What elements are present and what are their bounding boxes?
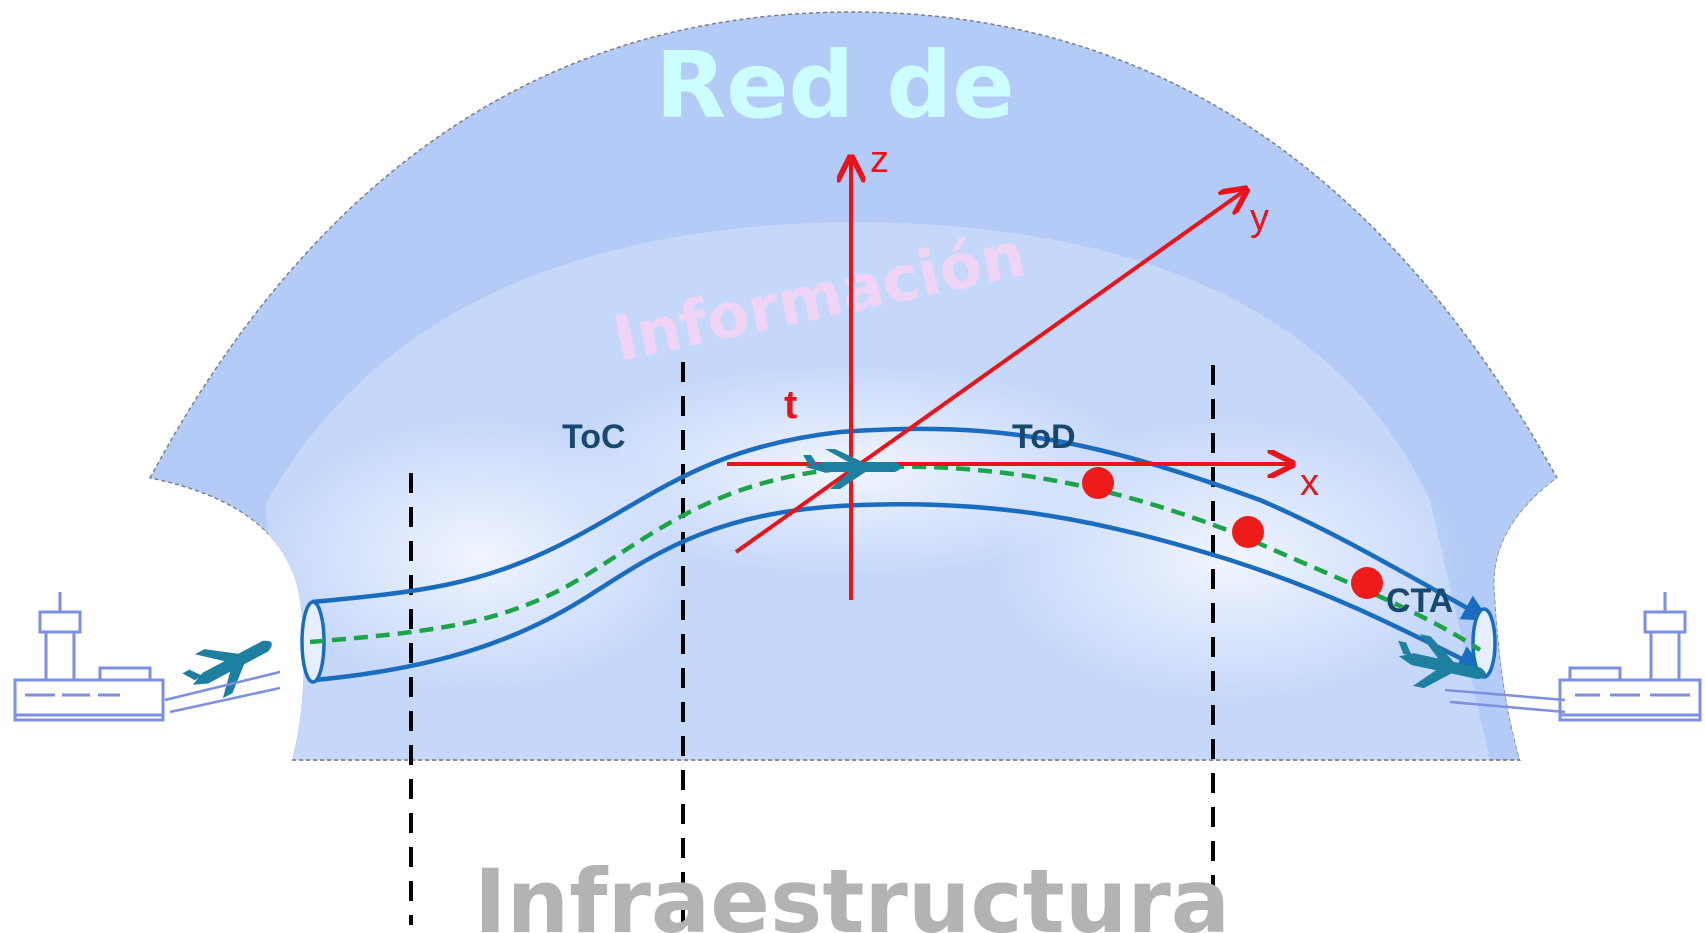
arrival-airport-icon	[1558, 592, 1702, 722]
time-label: t	[784, 383, 797, 427]
departing-airplane-icon	[182, 640, 272, 699]
trajectory-tube-lower	[314, 501, 1485, 683]
top-of-descent-label: ToD	[1012, 418, 1076, 456]
departure-airport-icon	[13, 592, 165, 722]
cruise-airplane-icon	[803, 449, 901, 489]
right-cloud	[1494, 470, 1705, 760]
arriving-airplane-icon	[1398, 634, 1486, 689]
waypoint-cta	[1351, 567, 1383, 599]
arrival-runway	[1444, 688, 1566, 702]
axis-z-label: z	[870, 139, 889, 181]
waypoint-1	[1082, 467, 1114, 499]
trajectory-tube-upper	[311, 426, 1490, 621]
departure-runway-edge	[169, 686, 281, 714]
network-title-top: Red de	[655, 32, 1014, 139]
infrastructure-title: Infraestructura	[474, 850, 1230, 933]
waypoint-2	[1232, 516, 1264, 548]
arrival-runway-edge	[1449, 700, 1566, 714]
departure-runway	[164, 670, 281, 702]
cta-label: CTA	[1386, 582, 1453, 620]
axis-y	[734, 191, 1244, 554]
axis-y-label: y	[1250, 197, 1269, 239]
axis-x-label: x	[1300, 462, 1319, 504]
top-of-climb-label: ToC	[562, 418, 626, 456]
